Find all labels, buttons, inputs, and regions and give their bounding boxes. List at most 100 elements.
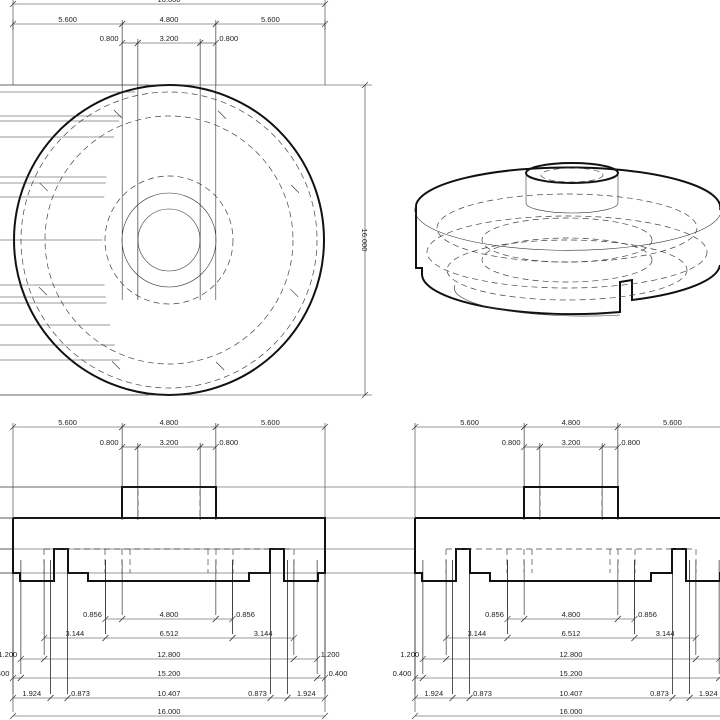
boss-bottom-edge [525,202,619,214]
dimension-label: 3.144 [254,629,273,638]
hidden-rib [215,361,225,371]
dimension-label: 0.800 [100,34,119,43]
dimension-tick [361,391,369,399]
dimension-tick [9,712,17,720]
hidden-circle [104,175,234,305]
dimension-label: 4.800 [160,610,179,619]
dimension-label: 0.873 [473,689,492,698]
dimension-label: 3.144 [467,629,486,638]
height-dimension-label: 16.000 [360,229,369,252]
dimension-label: 5.600 [58,418,77,427]
dimension-label: 1.200 [321,650,340,659]
dimension-label: 0.856 [236,610,255,619]
boss-outer-circle [121,192,217,288]
dimension-label: 5.600 [58,15,77,24]
dimension-tick [520,615,528,623]
dimension-tick [290,655,298,663]
part-profile [414,517,720,582]
dimension-tick [686,694,693,702]
dimension-label: 1.200 [0,650,17,659]
dimension-label: 4.800 [160,15,179,24]
dimension-label: 15.200 [158,669,181,678]
dimension-label: 3.200 [562,438,581,447]
dimension-tick [449,694,456,702]
dimension-tick [614,615,622,623]
dimension-tick [466,694,473,702]
dimension-tick [284,694,291,702]
dimension-label: 0.400 [0,669,9,678]
dimension-label: 5.600 [663,418,682,427]
dimension-tick [504,634,511,642]
dimension-label: 1.924 [699,689,718,698]
isometric-view [414,162,720,317]
dimension-label: 0.800 [502,438,521,447]
dimension-label: 4.800 [160,418,179,427]
dimension-tick [267,694,274,702]
boss-profile [121,486,217,518]
dimension-tick [229,634,236,642]
dimension-label: 0.873 [71,689,90,698]
dimension-label: 3.144 [656,629,675,638]
dimension-label: 0.873 [248,689,267,698]
dimension-tick [118,615,126,623]
dimension-label: 1.200 [400,650,419,659]
disk-top-front-edge [414,204,720,251]
dimension-tick [47,694,54,702]
dimension-label: 0.800 [219,34,238,43]
dimension-label: 0.800 [100,438,119,447]
dimension-tick [313,674,321,682]
dimension-tick [17,674,25,682]
part-profile [12,517,326,582]
section-view: 5.600 4.800 5.600 0.800 3.200 0.800 0.856 4.800… [0,418,720,720]
dimension-tick [321,712,329,720]
dimension-label: 4.800 [562,610,581,619]
dimension-label: 3.200 [160,34,179,43]
boss-top-ellipse [525,162,619,184]
dimension-tick [692,655,700,663]
top-view: 16.0005.6004.8005.6000.8003.2000.80016.0… [0,0,372,399]
dimension-label: 16.000 [158,707,181,716]
dimension-label: 16.000 [560,707,583,716]
dimension-label: 10.407 [158,689,181,698]
boss-profile [523,486,619,518]
disk-top-edge [415,166,720,210]
boss-inner-circle [137,208,201,272]
dimension-tick [212,615,220,623]
boss-hole-ellipse [540,167,604,183]
dimension-tick [361,81,369,89]
hidden-rib [39,182,48,192]
hidden-rib [217,110,227,119]
dimension-label: 1.924 [22,689,41,698]
dimension-tick [669,694,676,702]
dimension-label: 0.400 [393,669,412,678]
hidden-rib [111,361,121,370]
hidden-rib [113,109,123,119]
dimension-label: 0.856 [485,610,504,619]
foot-edge [453,284,621,317]
dimension-label: 0.400 [329,669,348,678]
dimension-tick [411,712,419,720]
dimension-label: 12.800 [158,650,181,659]
dimension-label: 3.200 [160,438,179,447]
dimension-tick [419,674,427,682]
hidden-ellipse [481,217,653,263]
hidden-ellipse [426,215,708,289]
dimension-label: 1.924 [297,689,316,698]
dimension-label: 4.800 [562,418,581,427]
dimension-label: 10.407 [560,689,583,698]
dimension-label: 5.600 [261,418,280,427]
hidden-rib [38,286,48,296]
dimension-label: 6.512 [562,629,581,638]
hidden-circle [44,115,294,365]
hidden-rib [290,288,299,298]
dimension-label: 15.200 [560,669,583,678]
dimension-label: 1.924 [424,689,443,698]
dimension-label: 0.800 [621,438,640,447]
dimension-label: 5.600 [261,15,280,24]
dimension-label: 0.856 [83,610,102,619]
dimension-label: 12.800 [560,650,583,659]
dimension-label: 0.873 [650,689,669,698]
dimension-tick [40,655,48,663]
